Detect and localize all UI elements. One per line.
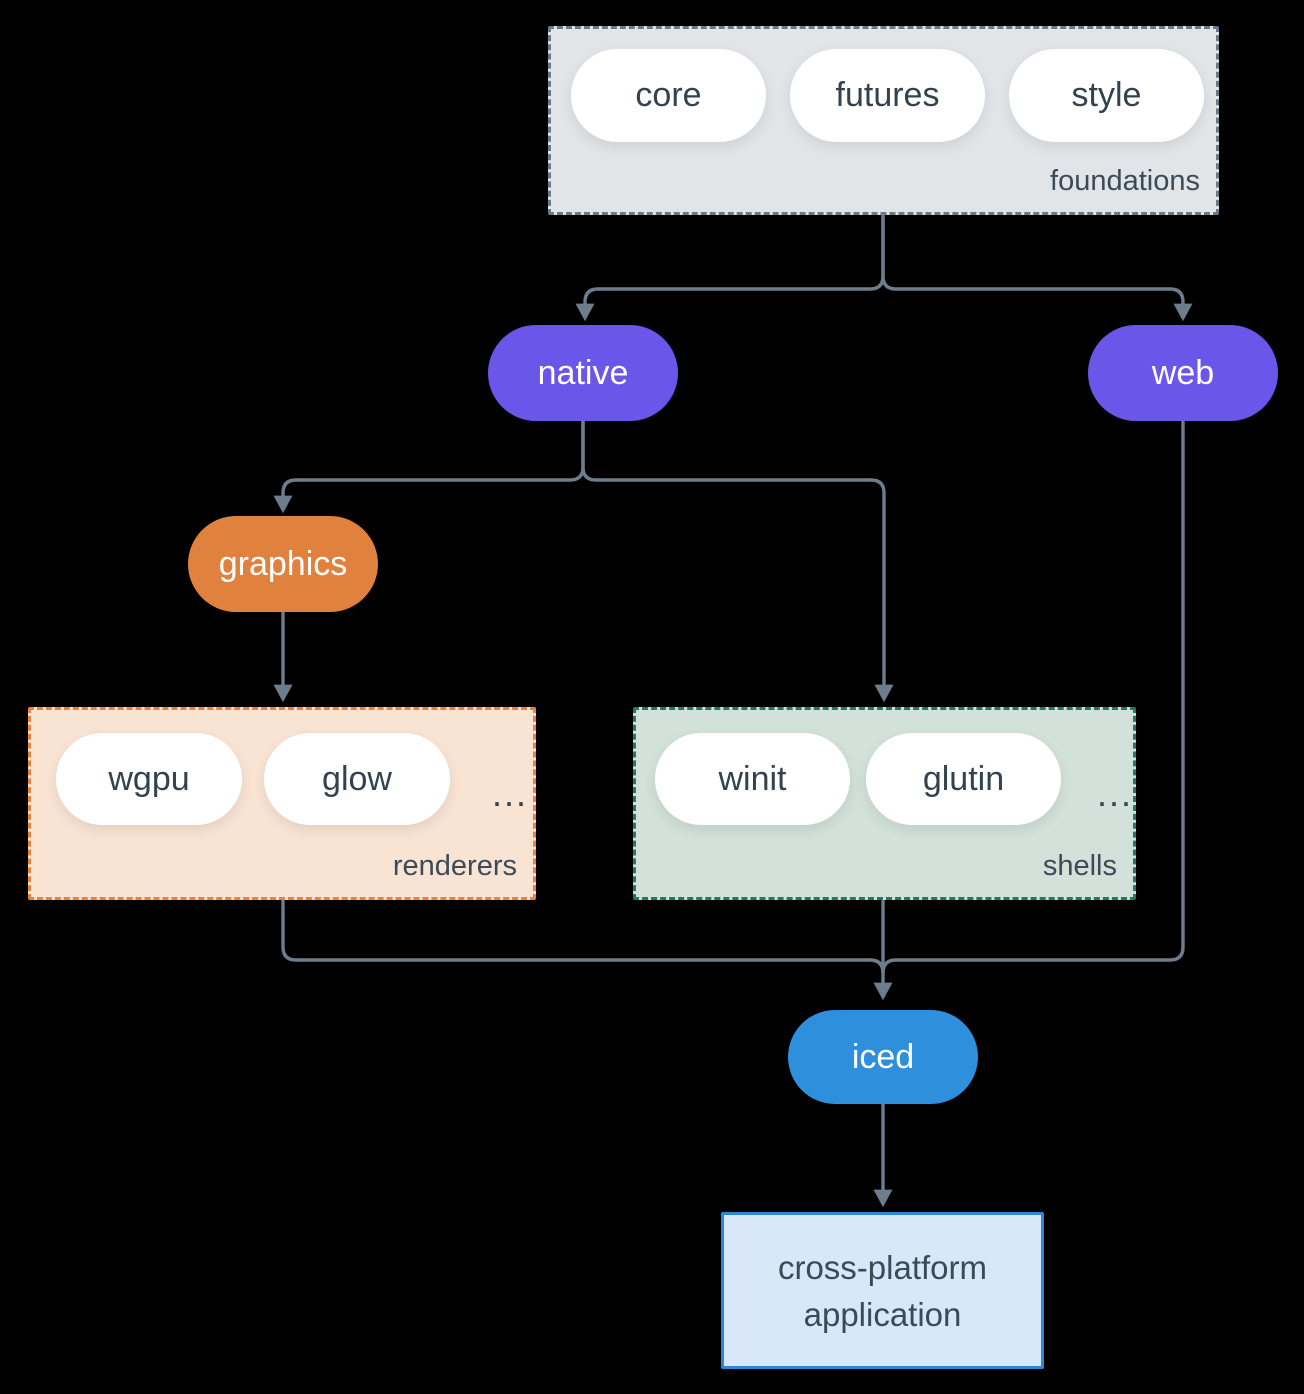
node-style: style [1009, 49, 1204, 142]
renderers-ellipsis: ... [492, 773, 529, 814]
node-cross-platform-application: cross-platform application [721, 1212, 1044, 1369]
edge-native-graphics [273, 421, 585, 514]
node-wgpu: wgpu [56, 733, 242, 825]
group-label-foundations: foundations [1050, 165, 1200, 197]
node-core: core [571, 49, 766, 142]
group-foundations: core futures style foundations [548, 26, 1219, 215]
edge-native-shells [581, 421, 894, 703]
group-renderers: wgpu glow ... renderers [28, 707, 536, 900]
node-glow: glow [264, 733, 450, 825]
group-label-renderers: renderers [392, 850, 517, 882]
edge-foundations-native [575, 215, 885, 322]
foundations-pill-row: core futures style [551, 29, 1216, 142]
shells-ellipsis: ... [1096, 773, 1133, 814]
group-label-shells: shells [1042, 850, 1117, 882]
node-native: native [488, 325, 678, 421]
node-iced: iced [788, 1010, 978, 1104]
group-shells: winit glutin ... shells [633, 707, 1136, 900]
app-label-line-1: cross-platform [777, 1248, 988, 1286]
node-web: web [1088, 325, 1278, 421]
edge-renderers-iced [281, 900, 885, 974]
node-futures: futures [790, 49, 985, 142]
app-label-line-2: application [803, 1295, 962, 1333]
edge-foundations-web [881, 215, 1193, 322]
node-glutin: glutin [865, 733, 1061, 825]
node-graphics: graphics [188, 516, 378, 612]
node-winit: winit [655, 733, 850, 825]
shells-pill-row: winit glutin ... [636, 710, 1133, 825]
renderers-pill-row: wgpu glow ... [31, 710, 533, 825]
